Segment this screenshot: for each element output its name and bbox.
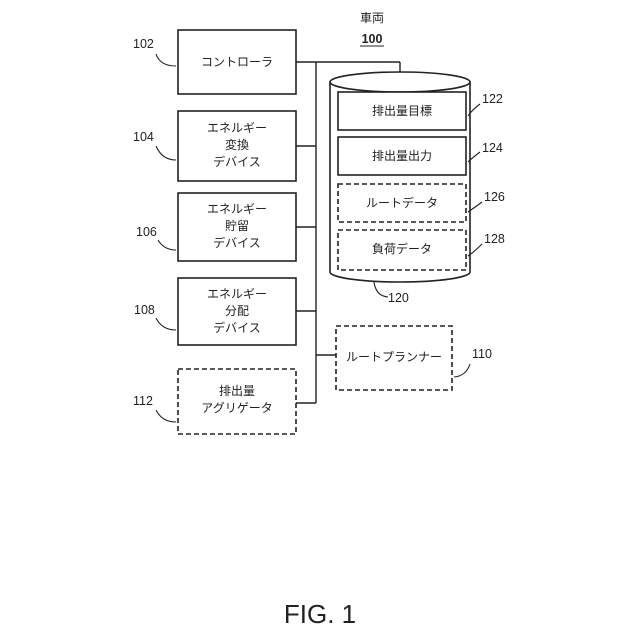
energy-distribution-line2: 分配 bbox=[225, 304, 249, 318]
route-planner-block: ルートプランナー 110 bbox=[336, 326, 492, 390]
energy-storage-block: エネルギー 貯留 デバイス 106 bbox=[136, 193, 296, 261]
energy-storage-line3: デバイス bbox=[213, 235, 261, 250]
energy-storage-line1: エネルギー bbox=[207, 202, 267, 216]
load-data-ref: 128 bbox=[484, 232, 505, 246]
energy-conversion-block: エネルギー 変換 デバイス 104 bbox=[133, 111, 296, 181]
emission-output-ref: 124 bbox=[482, 141, 503, 155]
database-top bbox=[330, 72, 470, 92]
energy-distribution-line1: エネルギー bbox=[207, 287, 267, 301]
emission-aggregator-ref: 112 bbox=[133, 394, 153, 408]
energy-distribution-line3: デバイス bbox=[213, 320, 261, 335]
energy-conversion-leader bbox=[156, 146, 176, 160]
route-planner-ref: 110 bbox=[472, 347, 492, 361]
emission-output-label: 排出量出力 bbox=[372, 149, 432, 163]
controller-label: コントローラ bbox=[201, 55, 273, 69]
route-planner-leader bbox=[454, 364, 470, 377]
energy-conversion-line3: デバイス bbox=[213, 154, 261, 169]
database-ref: 120 bbox=[388, 291, 409, 305]
route-data-label: ルートデータ bbox=[366, 195, 438, 210]
emission-aggregator-leader bbox=[156, 410, 176, 422]
energy-distribution-leader bbox=[156, 318, 176, 330]
energy-storage-leader bbox=[158, 240, 176, 250]
controller-ref: 102 bbox=[133, 37, 154, 51]
emission-aggregator-line2: アグリゲータ bbox=[201, 401, 272, 415]
controller-block: コントローラ 102 bbox=[133, 30, 296, 94]
emission-target-label: 排出量目標 bbox=[372, 104, 432, 118]
energy-storage-line2: 貯留 bbox=[225, 219, 249, 233]
controller-leader bbox=[156, 54, 176, 66]
figure-caption: FIG. 1 bbox=[284, 599, 356, 629]
energy-distribution-ref: 108 bbox=[134, 303, 155, 317]
energy-conversion-ref: 104 bbox=[133, 130, 154, 144]
load-data-label: 負荷データ bbox=[372, 241, 432, 256]
energy-storage-ref: 106 bbox=[136, 225, 157, 239]
emission-aggregator-block: 排出量 アグリゲータ 112 bbox=[133, 369, 296, 434]
energy-conversion-line2: 変換 bbox=[225, 137, 249, 152]
emission-aggregator-line1: 排出量 bbox=[219, 384, 255, 398]
energy-conversion-line1: エネルギー bbox=[207, 121, 267, 135]
emission-target-ref: 122 bbox=[482, 92, 503, 106]
database-leader bbox=[374, 282, 388, 297]
vehicle-label: 車両 bbox=[360, 11, 384, 25]
energy-distribution-block: エネルギー 分配 デバイス 108 bbox=[134, 278, 296, 345]
vehicle-ref: 100 bbox=[362, 32, 383, 46]
database-cylinder: 120 排出量目標 122 排出量出力 124 ルートデータ 126 負荷データ… bbox=[330, 72, 505, 305]
route-data-ref: 126 bbox=[484, 190, 505, 204]
route-planner-label: ルートプランナー bbox=[346, 350, 442, 364]
